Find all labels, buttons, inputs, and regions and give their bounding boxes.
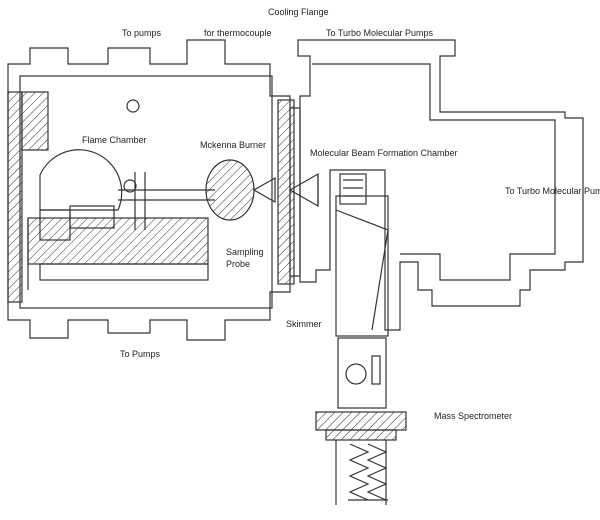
label-flame-chamber: Flame Chamber <box>82 135 147 145</box>
label-cooling-flange: Cooling Flange <box>268 7 329 17</box>
label-to-turbo-right: To Turbo Molecular Pumps <box>505 186 600 196</box>
label-skimmer: Skimmer <box>286 319 322 329</box>
beam-chamber-body <box>288 39 584 331</box>
flame-chamber-body <box>7 39 301 341</box>
label-mckenna-burner: Mckenna Burner <box>200 140 267 150</box>
label-for-thermocouple: for thermocouple <box>204 28 272 38</box>
label-molecular-beam-chamber: Molecular Beam Formation Chamber <box>310 148 458 158</box>
label-to-pumps-top: To pumps <box>122 28 162 38</box>
label-to-pumps-bottom: To Pumps <box>120 349 161 359</box>
label-mass-spectrometer: Mass Spectrometer <box>434 411 513 421</box>
label-to-turbo-top: To Turbo Molecular Pumps <box>326 28 434 38</box>
label-probe: Probe <box>226 259 251 269</box>
mass-spectrometer-body <box>315 173 407 505</box>
label-sampling: Sampling <box>226 247 264 257</box>
